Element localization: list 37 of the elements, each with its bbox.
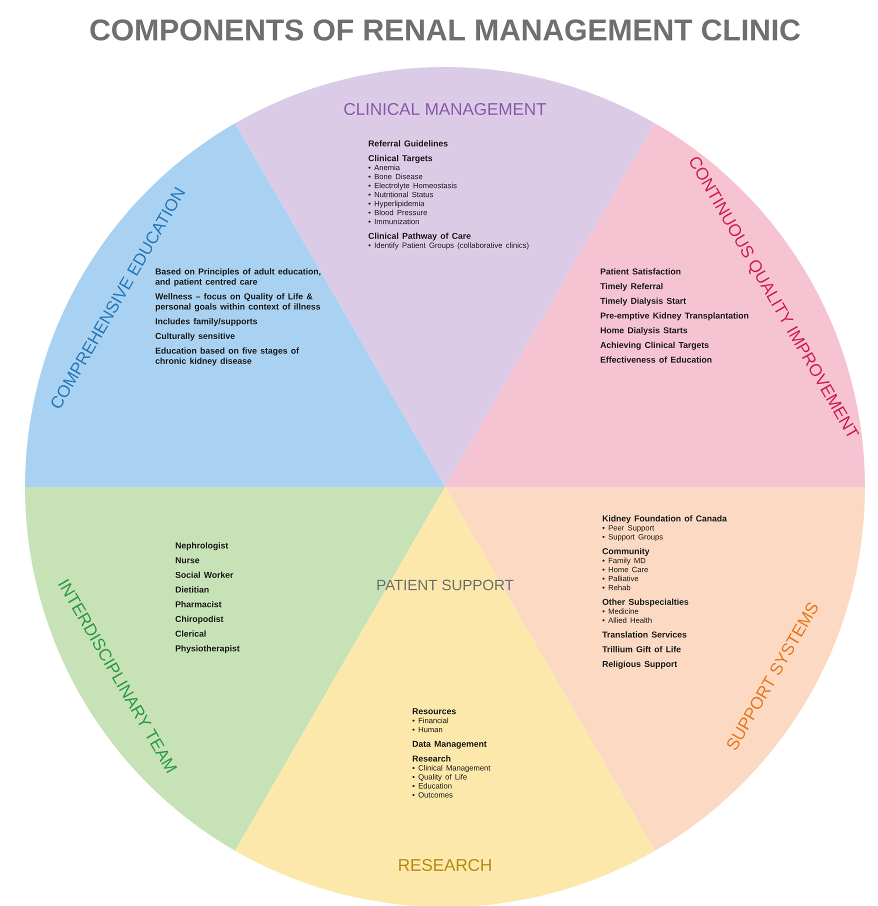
node-label: Pharmacist xyxy=(176,601,222,608)
node-label: Effectiveness of Education xyxy=(600,356,712,363)
node-label: Timely Referral xyxy=(600,282,662,291)
sector-heading: CLINICAL MANAGEMENT xyxy=(344,102,546,116)
node-label: Other Subspecialties xyxy=(602,598,688,607)
node-label: Nephrologist xyxy=(176,542,228,550)
node-label: Patient Satisfaction xyxy=(600,268,680,275)
node-label: Physiotherapist xyxy=(176,645,240,654)
node-label: Social Worker xyxy=(175,572,234,578)
node-label: Clinical Pathway of Care xyxy=(368,232,471,241)
item-list: Patient Satisfaction Timely Referral Timely Dialysis Start Pre-emptive Kidney Transplantation Home Dialysis Starts Achieving Clinical Targets Effectiveness of Education xyxy=(600,268,748,363)
node-label: Education based on five stages of chronic kidney disease xyxy=(156,347,299,366)
center-label: PATIENT SUPPORT xyxy=(377,580,514,590)
node-label: Chiropodist xyxy=(176,616,224,624)
sector-heading: RESEARCH xyxy=(399,858,491,872)
node-label: Community xyxy=(602,548,650,556)
node-label: Achieving Clinical Targets xyxy=(600,342,709,350)
node-label: Pre-emptive Kidney Transplantation xyxy=(600,312,748,320)
node-label: Clerical xyxy=(176,630,206,637)
node-label: Dietitian xyxy=(176,586,209,593)
node-label: Kidney Foundation of Canada xyxy=(602,515,727,524)
node-label: Translation Services xyxy=(602,631,686,638)
node-label: Timely Dialysis Start xyxy=(600,298,686,306)
node-label: Resources xyxy=(412,708,456,714)
node-label: Research xyxy=(412,755,450,762)
node-label: Religious Support xyxy=(602,660,678,669)
node-label: Includes family/supports xyxy=(156,318,258,326)
node-label: Data Management xyxy=(412,740,487,749)
node-label: Referral Guidelines xyxy=(368,140,448,147)
node-label: Wellness – focus on Quality of Life & personal goals within context of illness xyxy=(155,293,320,312)
node-label: Clinical Targets xyxy=(368,154,432,163)
title: COMPONENTS OF RENAL MANAGEMENT CLINIC xyxy=(90,19,800,41)
node-label: Culturally sensitive xyxy=(156,332,235,341)
item-list: Nephrologist Nurse Social Worker Dietitian Pharmacist Chiropodist Clerical Physiotherapist xyxy=(175,542,240,654)
node-label: Home Dialysis Starts xyxy=(600,327,688,336)
node-label: Nurse xyxy=(176,557,200,564)
node-label: Trillium Gift of Life xyxy=(602,646,681,652)
